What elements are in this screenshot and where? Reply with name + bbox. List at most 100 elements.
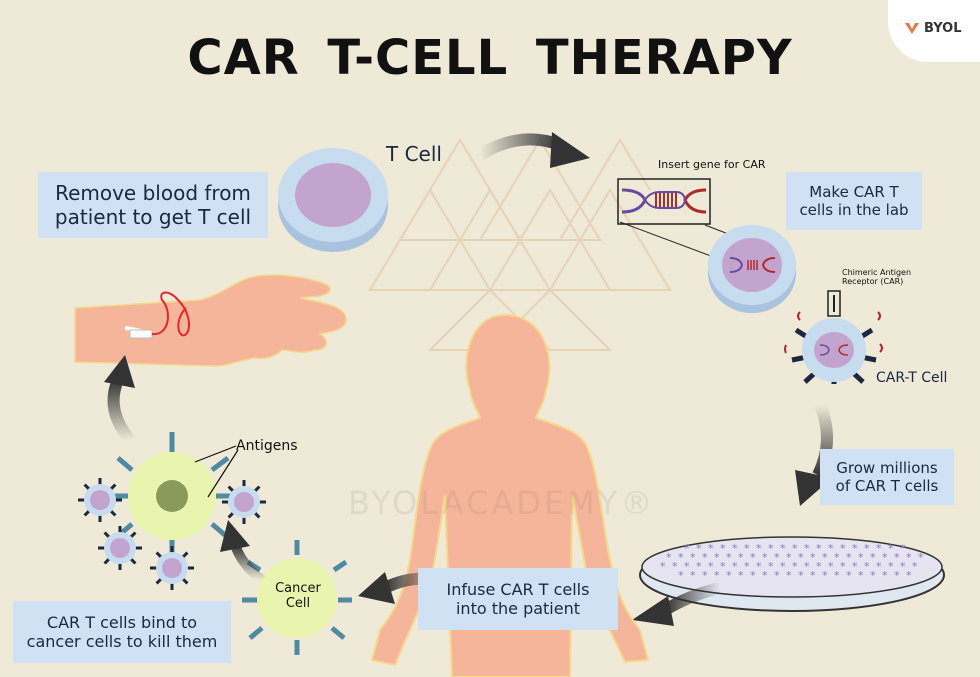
- arrow-to-cancer: [230, 543, 266, 584]
- brand-logo[interactable]: BYOL: [888, 0, 980, 62]
- cell-colony-mark: *: [858, 551, 864, 564]
- cell-colony-mark: *: [774, 569, 780, 582]
- cell-colony-mark: *: [744, 542, 750, 555]
- arrow-head: [220, 520, 250, 552]
- lab-cell-icon: [708, 225, 796, 313]
- cell-colony-mark: *: [876, 560, 882, 573]
- cell-colony-mark: *: [816, 542, 822, 555]
- cell-colony-mark: *: [804, 560, 810, 573]
- t-cell-label: T Cell: [386, 142, 442, 166]
- cell-colony-mark: *: [708, 560, 714, 573]
- cell-colony-mark: *: [720, 542, 726, 555]
- cancer-cell-cluster: [110, 432, 234, 558]
- cell-colony-mark: *: [876, 542, 882, 555]
- cell-colony-mark: *: [864, 542, 870, 555]
- cell-colony-mark: *: [906, 551, 912, 564]
- car-t-cell-group: [78, 478, 266, 590]
- cell-colony-mark: *: [858, 569, 864, 582]
- patient-body: [370, 313, 650, 677]
- cell-colony-mark: *: [792, 542, 798, 555]
- cell-colony-mark: *: [846, 551, 852, 564]
- cell-colony-mark: *: [678, 551, 684, 564]
- cell-colony-mark: *: [912, 560, 918, 573]
- cell-colony-mark: *: [864, 560, 870, 573]
- cell-colony-mark: *: [900, 560, 906, 573]
- arrow-to-arm: [107, 377, 135, 444]
- cancer-cell-label: Cancer Cell: [275, 581, 321, 611]
- cell-colony-mark: *: [870, 569, 876, 582]
- cell-colony-mark: *: [786, 551, 792, 564]
- cell-colony-mark: *: [816, 560, 822, 573]
- cell-colony-mark: *: [768, 542, 774, 555]
- cell-colony-mark: *: [810, 551, 816, 564]
- cell-colony-mark: *: [870, 551, 876, 564]
- cell-colony-mark: *: [918, 551, 924, 564]
- cell-colony-mark: *: [690, 569, 696, 582]
- cell-colony-mark: *: [660, 560, 666, 573]
- small-car-t-cell-icon: [150, 546, 194, 590]
- brand-name: BYOL: [924, 21, 962, 36]
- cell-colony-mark: *: [750, 551, 756, 564]
- cell-colony-mark: *: [684, 560, 690, 573]
- page-title: CAR T-CELL THERAPY: [187, 30, 793, 86]
- watermark-text: BYOLACADEMY®: [348, 484, 656, 522]
- pointer-line: [194, 445, 237, 463]
- arrow-head: [104, 355, 135, 388]
- cell-colony-mark: *: [780, 542, 786, 555]
- cell-colony-mark: *: [714, 551, 720, 564]
- arrow-head: [358, 572, 395, 604]
- cell-colony-mark: *: [702, 569, 708, 582]
- cell-colony-mark: *: [768, 560, 774, 573]
- cell-colony-mark: *: [684, 542, 690, 555]
- cell-colony-mark: *: [672, 560, 678, 573]
- cell-colony-mark: *: [888, 560, 894, 573]
- cell-colony-mark: *: [888, 542, 894, 555]
- cell-colony-mark: *: [762, 569, 768, 582]
- cell-colony-mark: *: [726, 551, 732, 564]
- t-cell-icon: [278, 148, 388, 252]
- cell-colony-mark: *: [906, 569, 912, 582]
- cell-colony-mark: *: [738, 551, 744, 564]
- cell-colony-mark: *: [702, 551, 708, 564]
- cell-colony-mark: *: [756, 560, 762, 573]
- cell-colony-mark: *: [756, 542, 762, 555]
- cell-colony-mark: *: [846, 569, 852, 582]
- cell-colony-mark: *: [828, 560, 834, 573]
- car-t-cell-icon: [784, 290, 883, 384]
- cell-colony-mark: *: [834, 569, 840, 582]
- car-receptor-label: Chimeric Antigen Receptor (CAR): [842, 268, 912, 287]
- cell-colony-mark: *: [852, 542, 858, 555]
- insert-gene-label: Insert gene for CAR: [658, 158, 766, 171]
- cell-colony-mark: *: [894, 551, 900, 564]
- cell-colony-mark: *: [840, 560, 846, 573]
- small-car-t-cell-icon: [98, 526, 142, 570]
- arrow-head: [550, 132, 590, 168]
- cell-colony-mark: *: [726, 569, 732, 582]
- cell-colony-mark: *: [780, 560, 786, 573]
- cell-colony-mark: *: [882, 569, 888, 582]
- cell-colony-mark: *: [714, 569, 720, 582]
- pointer-line: [207, 449, 239, 498]
- cell-colony-mark: *: [774, 551, 780, 564]
- cell-colony-mark: *: [786, 569, 792, 582]
- cell-colony-mark: *: [744, 560, 750, 573]
- cell-colony-mark: *: [810, 569, 816, 582]
- cell-colony-mark: *: [720, 560, 726, 573]
- cell-colony-mark: *: [798, 551, 804, 564]
- cell-colony-mark: *: [804, 542, 810, 555]
- antigens-label: Antigens: [236, 438, 298, 454]
- cell-colony-mark: *: [696, 542, 702, 555]
- cell-colony-mark: *: [750, 569, 756, 582]
- cell-colony-mark: *: [822, 569, 828, 582]
- cell-colony-mark: *: [840, 542, 846, 555]
- cell-colony-mark: *: [834, 551, 840, 564]
- cell-colony-mark: *: [762, 551, 768, 564]
- cell-colony-mark: *: [666, 551, 672, 564]
- small-car-t-cell-icon: [222, 480, 266, 524]
- arrow-head: [632, 596, 674, 626]
